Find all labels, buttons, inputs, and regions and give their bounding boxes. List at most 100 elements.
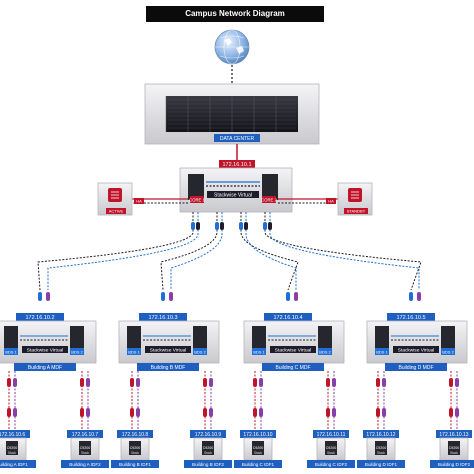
port-pill [409, 292, 413, 301]
port-pill [38, 292, 42, 301]
port-pill [376, 378, 380, 387]
access-name: Building D IDF2 [438, 462, 471, 467]
port-pill [86, 408, 90, 417]
switch-icon [441, 326, 455, 350]
access-model: C9200 [80, 446, 91, 450]
switch-icon [4, 326, 18, 350]
firewall-standby: STANDBY HA [278, 182, 373, 216]
access-name-bg [234, 460, 282, 468]
firewall-2-ha: HA [328, 199, 334, 204]
switch-icon [375, 326, 389, 350]
access-name: Building C IDF2 [315, 462, 348, 467]
port-pill [449, 408, 453, 417]
port-pill [455, 378, 459, 387]
access-ip: 172.16.10.10 [243, 432, 272, 438]
mdf-ip: 172.16.10.2 [25, 315, 54, 321]
access-ip: 172.16.10.9 [195, 432, 222, 438]
mdf-name-bg [14, 363, 76, 371]
switch-icon [188, 174, 204, 200]
dist-1-label: BDS 1 [5, 350, 17, 355]
mdf-name: Building A MDF [28, 365, 62, 371]
dist-1-bg [375, 348, 389, 355]
access-ip: 172.16.10.13 [439, 432, 468, 438]
mdf-ip: 172.16.10.4 [273, 315, 302, 321]
access-ip-bg [117, 430, 153, 438]
core-stack: 172.16.10.1 CORE 1 CORE 2 Stackwise Virt… [179, 160, 293, 213]
port-pill [191, 222, 195, 230]
dist-2-bg [193, 348, 207, 355]
port-pill [263, 222, 267, 230]
port-pill [7, 378, 11, 387]
access-sub: Stack [254, 451, 262, 455]
port-pill [417, 292, 421, 301]
access-model: C9200 [376, 446, 387, 450]
access-model: C9200 [130, 446, 141, 450]
port-pill [286, 292, 290, 301]
access-model: C9200 [203, 446, 214, 450]
port-pill [209, 378, 213, 387]
stack-label: Stackwise Virtual [275, 348, 311, 354]
core-ip: 172.16.10.1 [222, 162, 251, 168]
dist-1-label: BDS 1 [253, 350, 265, 355]
switch-icon [262, 174, 278, 200]
switch-icon [252, 441, 264, 455]
port-pill [46, 292, 50, 301]
access-ip: 172.16.10.12 [366, 432, 395, 438]
port-pill [253, 378, 257, 387]
mdf-ip-bg [264, 313, 312, 321]
access-ip: 172.16.10.11 [317, 432, 346, 438]
port-pill [220, 222, 224, 230]
internet-globe-icon [214, 29, 250, 65]
dist-1-bg [252, 348, 266, 355]
access-ip: 172.16.10.6 [0, 432, 25, 438]
port-pill [130, 408, 134, 417]
access-name: Building D IDF1 [365, 462, 398, 467]
stack-bg [270, 346, 316, 353]
port-pill [136, 378, 140, 387]
access-ip: 172.16.10.7 [72, 432, 99, 438]
diagram-title: Campus Network Diagram [146, 6, 324, 22]
uplink-dark [160, 212, 218, 291]
access-sub: Stack [450, 451, 458, 455]
switch-icon [129, 441, 141, 455]
switch-icon [70, 326, 84, 350]
firewall-1-ha: HA [136, 199, 142, 204]
access-name-bg [357, 460, 405, 468]
core-stack-label: Stackwise Virtual [214, 193, 252, 199]
port-pill [209, 408, 213, 417]
port-pill [376, 408, 380, 417]
port-pill [259, 408, 263, 417]
access-ip-bg [240, 430, 276, 438]
access-name-bg [307, 460, 355, 468]
mdf-name: Building D MDF [398, 365, 433, 371]
core-2-label: CORE 2 [261, 198, 277, 203]
access-name-bg [61, 460, 109, 468]
port-pill [382, 408, 386, 417]
switch-icon [202, 441, 214, 455]
access-name: Building C IDF1 [242, 462, 275, 467]
access-ip: 172.16.10.8 [122, 432, 149, 438]
port-pill [244, 222, 248, 230]
access-ip-bg [313, 430, 349, 438]
access-model: C9200 [7, 446, 18, 450]
dist-1-bg [4, 348, 18, 355]
switch-icon [127, 326, 141, 350]
port-pill [86, 378, 90, 387]
port-pill [326, 408, 330, 417]
access-switches: 172.16.10.6C9200StackBuilding A IDF1172.… [0, 371, 474, 468]
access-name-bg [0, 460, 36, 468]
mdf-name-bg [137, 363, 199, 371]
access-sub: Stack [81, 451, 89, 455]
dist-2-bg [441, 348, 455, 355]
uplink-dark [240, 212, 299, 291]
access-ip-bg [363, 430, 399, 438]
mdf-ip: 172.16.10.3 [148, 315, 177, 321]
access-switch-0: 172.16.10.6C9200StackBuilding A IDF1 [0, 371, 36, 468]
port-pill [203, 408, 207, 417]
port-pill [332, 408, 336, 417]
mdf-name-bg [385, 363, 447, 371]
